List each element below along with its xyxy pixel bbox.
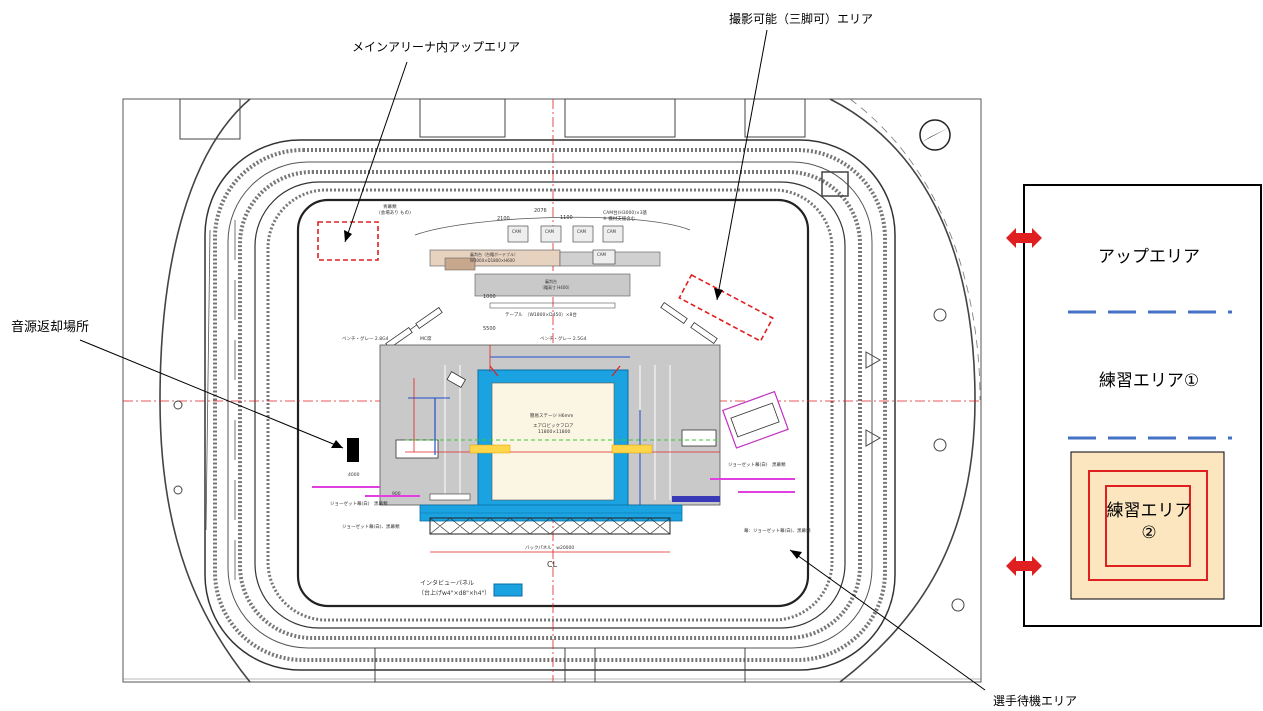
svg-text:CAM: CAM	[577, 229, 587, 234]
callout-main-arena-up-area: メインアリーナ内アップエリア	[352, 40, 521, 54]
interview-panel	[493, 583, 523, 597]
svg-text:11800×11800: 11800×11800	[538, 429, 571, 435]
svg-text:ジョーゼット幕(白)、黒幕類: ジョーゼット幕(白)、黒幕類	[342, 523, 400, 530]
svg-text:CAM: CAM	[512, 229, 522, 234]
practice-2-area	[1070, 451, 1225, 600]
practice-area-2-label: 練習エリア ②	[1091, 500, 1207, 544]
svg-text:ベンチ・グレー 2.8G4: ベンチ・グレー 2.8G4	[342, 335, 389, 342]
svg-text:2076: 2076	[534, 208, 547, 214]
svg-text:W3000×D1800×H600: W3000×D1800×H600	[470, 258, 515, 263]
svg-text:1000: 1000	[483, 294, 496, 300]
up-area-label: アップエリア	[1098, 247, 1200, 267]
svg-text:ベンチ・グレー 2.5G4: ベンチ・グレー 2.5G4	[540, 335, 587, 342]
svg-text:ジョーゼット幕(白) 黒幕類: ジョーゼット幕(白) 黒幕類	[728, 461, 786, 468]
svg-text:エアロビックフロア: エアロビックフロア	[533, 422, 574, 429]
svg-text:CAM: CAM	[545, 229, 555, 234]
svg-text:MC席: MC席	[420, 335, 432, 342]
entrance-arrow-icon	[1006, 228, 1042, 248]
callout-athlete-waiting-area: 選手待機エリア	[993, 694, 1078, 708]
svg-text:1100: 1100	[560, 215, 573, 221]
svg-text:5500: 5500	[483, 326, 496, 332]
svg-text:CAM台(H3000)×3基: CAM台(H3000)×3基	[603, 209, 648, 216]
svg-text:CAM: CAM	[607, 229, 617, 234]
entrance-arrow-icon-2	[1006, 556, 1042, 576]
practice-area-1-label: 練習エリア①	[1098, 371, 1200, 391]
svg-text:バックパネル w20000: バックパネル w20000	[525, 545, 574, 551]
photo-area	[678, 273, 774, 343]
svg-text:テーブル （W1800×D450）×8台: テーブル （W1800×D450）×8台	[505, 311, 577, 318]
aerobic-floor-inner	[491, 382, 615, 501]
svg-text:ジョーゼット幕(白) 黒幕類: ジョーゼット幕(白) 黒幕類	[330, 500, 388, 507]
svg-text:幕：ジョーゼット幕(白)、黒幕類: 幕：ジョーゼット幕(白)、黒幕類	[744, 527, 811, 534]
svg-text:青幕類: 青幕類	[383, 203, 397, 210]
cl-mark: CL	[547, 560, 558, 569]
practice-area-2-line2: ②	[1141, 523, 1157, 543]
practice-area-2-line1: 練習エリア	[1106, 501, 1192, 521]
camera-box	[507, 225, 529, 243]
svg-text:審判台（台籍ボーテブル）: 審判台（台籍ボーテブル）	[470, 251, 518, 257]
interview-panel-sub: （台上げw4"×d8"×h4"）	[418, 589, 490, 597]
svg-text:（籍高寸 H400）: （籍高寸 H400）	[540, 284, 572, 290]
callout-photo-area: 撮影可能（三脚可）エリア	[729, 12, 874, 26]
building-outline-left	[159, 98, 251, 683]
callout-lines	[79, 29, 986, 691]
seating-ring-outer	[204, 139, 896, 671]
callout-arrowheads	[331, 230, 802, 559]
main-arena-up-area	[317, 221, 379, 261]
svg-text:2100: 2100	[497, 216, 510, 222]
practice-area-panel	[1006, 184, 1262, 627]
callout-sound-return: 音源返却場所	[11, 320, 90, 335]
building-outline-right	[829, 98, 976, 683]
svg-text:審判台: 審判台	[545, 278, 557, 284]
svg-text:CAM: CAM	[597, 252, 607, 257]
arena-floor-plan: CL 審判台 （籍高寸 H400） 審判台（台籍ボーテブル） W3000×D18…	[122, 98, 982, 683]
score-platform	[474, 273, 631, 297]
svg-text:(会場あり もの): (会場あり もの)	[379, 209, 411, 216]
interview-panel-label: インタビューパネル	[420, 579, 474, 587]
sound-return-box	[347, 438, 359, 462]
svg-text:900: 900	[392, 491, 401, 497]
svg-text:4000: 4000	[348, 472, 360, 478]
svg-text:※ 機材支援含む: ※ 機材支援含む	[603, 215, 636, 222]
svg-text:簡易ステージ H6mm: 簡易ステージ H6mm	[530, 412, 573, 419]
